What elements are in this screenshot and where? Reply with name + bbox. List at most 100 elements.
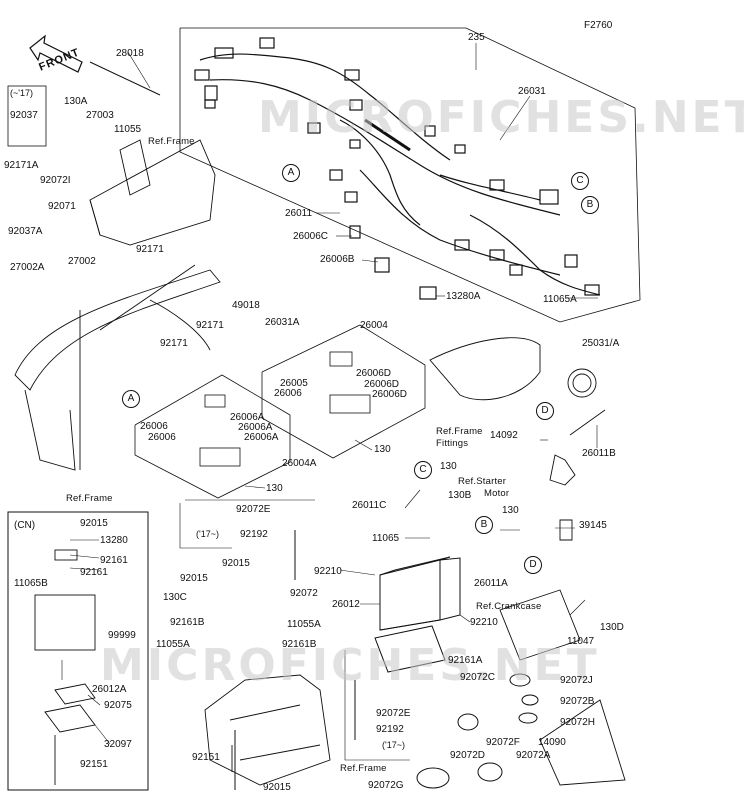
part-label: 92161 <box>80 567 108 578</box>
part-label: 92151 <box>80 759 108 770</box>
callout-a-lower: A <box>122 390 140 408</box>
harness-group-outline <box>179 27 641 323</box>
part-label: 92072I <box>40 175 71 186</box>
part-label: 11047 <box>567 636 595 647</box>
part-label: Motor <box>484 488 510 499</box>
part-label: 26006D <box>356 368 392 379</box>
part-label: Ref.Crankcase <box>476 601 542 612</box>
clamps <box>416 673 539 789</box>
callout-d-upper: D <box>536 402 554 420</box>
part-label: 92015 <box>263 782 291 793</box>
part-label: 11055A <box>287 619 321 630</box>
part-label: ('17~) <box>382 740 405 750</box>
part-label: 26006C <box>293 231 329 242</box>
part-label: 26006A <box>238 422 273 433</box>
part-label: 11065B <box>14 578 48 589</box>
part-label: 92015 <box>222 558 250 569</box>
part-label: 14092 <box>490 430 518 441</box>
part-label: 11065A <box>543 294 577 305</box>
part-label: Ref.Frame <box>340 763 387 774</box>
part-label: 92210 <box>470 617 498 628</box>
rods <box>89 61 410 790</box>
part-label: 92071 <box>48 201 76 212</box>
part-label: 32097 <box>104 739 132 750</box>
part-label: 130 <box>502 505 519 516</box>
part-label: 92161B <box>170 617 205 628</box>
part-label: 26006A <box>230 412 265 423</box>
part-label: 92072E <box>376 708 411 719</box>
part-label: 92192 <box>240 529 268 540</box>
leader-lines <box>61 43 598 745</box>
part-label: 26004 <box>360 320 388 331</box>
part-label: 26011C <box>352 500 387 511</box>
main-wiring-harness <box>194 37 601 300</box>
part-label: 92072F <box>486 737 520 748</box>
part-label: 26011 <box>285 208 313 219</box>
relay-box-upper-group <box>261 324 426 459</box>
callout-b-lower: B <box>475 516 493 534</box>
part-label: 26011B <box>582 448 616 459</box>
part-label: 26011A <box>474 578 508 589</box>
part-label: 27003 <box>86 110 114 121</box>
right-parts <box>429 337 626 786</box>
part-label: 26006D <box>364 379 400 390</box>
callout-a-upper: A <box>282 164 300 182</box>
part-label: Ref.Starter <box>458 476 507 487</box>
part-label: 28018 <box>116 48 144 59</box>
part-label: 99999 <box>108 630 136 641</box>
part-label: 92075 <box>104 700 132 711</box>
part-label: 26004A <box>282 458 317 469</box>
figure-code: F2760 <box>584 20 613 31</box>
front-arrow-icon <box>29 34 83 73</box>
part-label: 14090 <box>538 737 566 748</box>
part-label: 26005 <box>280 378 308 389</box>
part-label: 27002 <box>68 256 96 267</box>
part-label: 13280 <box>100 535 128 546</box>
part-label: 92192 <box>376 724 404 735</box>
part-label: 92171 <box>160 338 188 349</box>
cn-inset-box <box>7 511 149 791</box>
part-label: 26006 <box>274 388 302 399</box>
part-label: 130D <box>600 622 624 633</box>
callout-b-upper: B <box>581 196 599 214</box>
part-label: 92015 <box>180 573 208 584</box>
part-label: 13280A <box>446 291 481 302</box>
part-label: 26006A <box>244 432 279 443</box>
part-label: 130 <box>374 444 391 455</box>
part-label: 92161A <box>448 655 483 666</box>
part-label: Ref.Frame <box>148 136 195 147</box>
battery-tray <box>204 674 331 786</box>
part-label: 11055 <box>114 124 142 135</box>
part-label: 49018 <box>232 300 260 311</box>
callout-c-lower: C <box>414 461 432 479</box>
part-label: 26006 <box>140 421 168 432</box>
part-label: Fittings <box>436 438 469 449</box>
part-label: 92072G <box>368 780 404 791</box>
part-label: 130C <box>163 592 187 603</box>
part-label: 25031/A <box>582 338 620 349</box>
part-label: 92151 <box>192 752 220 763</box>
part-label: 27002A <box>10 262 45 273</box>
callout-c-upper: C <box>571 172 589 190</box>
part-label: 26031A <box>265 317 300 328</box>
part-label: 11065 <box>372 533 400 544</box>
relay-box-lower-group <box>134 374 291 499</box>
part-label: 92161 <box>100 555 128 566</box>
part-label: 130 <box>440 461 457 472</box>
part-label: 92210 <box>314 566 342 577</box>
part-label: 130B <box>448 490 472 501</box>
part-label: 92171A <box>4 160 39 171</box>
part-label: Ref.Frame <box>436 426 483 437</box>
part-label: 92072E <box>236 504 271 515</box>
part-label: 26006D <box>372 389 408 400</box>
part-label: 92072C <box>460 672 496 683</box>
part-label: 235 <box>468 32 485 43</box>
part-label: (~'17) <box>10 88 33 98</box>
part-label: 92037 <box>10 110 38 121</box>
part-label: 26006B <box>320 254 355 265</box>
part-label: 92072J <box>560 675 593 686</box>
callout-d-lower: D <box>524 556 542 574</box>
part-label: 92161B <box>282 639 317 650</box>
